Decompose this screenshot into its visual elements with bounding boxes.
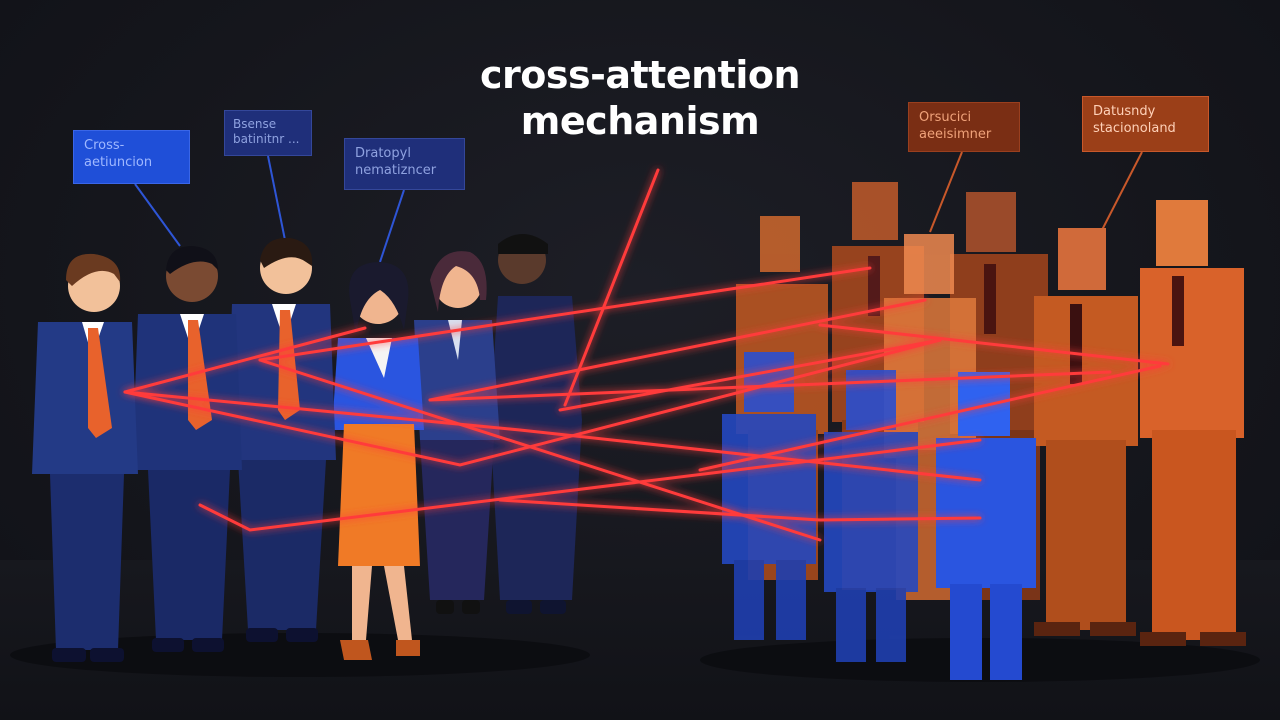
callout-label-line: Cross- <box>84 138 125 153</box>
callout-label-line: nematizncer <box>355 163 437 178</box>
callout-label-line: Bsense <box>233 117 277 131</box>
label-connector <box>1101 151 1143 231</box>
attention-lines <box>123 168 1170 542</box>
person-figure <box>32 253 138 662</box>
callout-label-line: aeeisimner <box>919 127 992 142</box>
pixel-person-figure <box>1034 228 1138 636</box>
callout-label-line: batinitnr ... <box>233 132 300 146</box>
pixel-person-figure <box>1140 200 1246 646</box>
callout-label: Bsense batinitnr ... <box>224 110 312 156</box>
label-connector <box>134 183 181 247</box>
callout-label: Datusndy stacionoland <box>1082 96 1209 152</box>
callout-label: Dratopyl nematizncer <box>344 138 465 190</box>
label-connector <box>267 155 286 241</box>
title-line: mechanism <box>520 99 760 143</box>
callout-label-line: Datusndy <box>1093 104 1156 119</box>
callout-label-line: stacionoland <box>1093 121 1176 136</box>
title-line: cross-attention <box>479 53 801 97</box>
pixel-person-figure <box>936 372 1036 680</box>
callout-label-line: Orsucici <box>919 110 972 125</box>
callout-label-line: Dratopyl <box>355 146 411 161</box>
pixel-person-figure <box>722 352 816 640</box>
label-connector <box>379 189 405 263</box>
callout-label-line: aetiuncion <box>84 155 153 170</box>
person-figure <box>332 262 424 660</box>
label-connector <box>929 151 963 233</box>
callout-label: Orsucici aeeisimner <box>908 102 1020 152</box>
person-figure <box>226 237 336 642</box>
person-figure <box>490 234 582 614</box>
person-figure <box>132 246 242 652</box>
person-figure <box>414 251 500 614</box>
page-title: cross-attention mechanism <box>440 52 840 144</box>
callout-label: Cross- aetiuncion <box>73 130 190 184</box>
